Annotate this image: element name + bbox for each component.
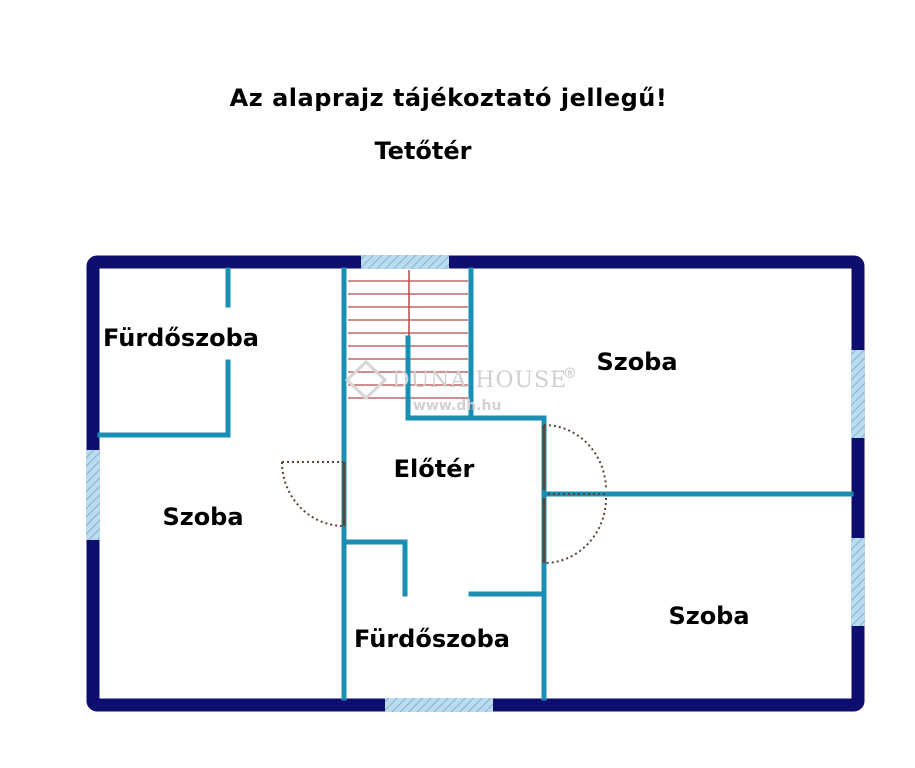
watermark-brand: DUNA HOUSE bbox=[392, 368, 567, 393]
window-top bbox=[361, 255, 449, 269]
notice-text: Az alaprajz tájékoztató jellegű! bbox=[229, 84, 668, 112]
watermark-registered: ® bbox=[563, 366, 577, 382]
duna-house-logo-icon bbox=[344, 359, 388, 401]
window-right-bottom bbox=[851, 538, 865, 626]
room-label-room-top-right: Szoba bbox=[596, 348, 677, 376]
window-left bbox=[86, 450, 100, 540]
room-label-room-left: Szoba bbox=[162, 503, 243, 531]
window-bottom bbox=[385, 698, 493, 712]
room-label-bathroom-bottom: Fürdőszoba bbox=[354, 625, 510, 653]
room-label-room-bottom-right: Szoba bbox=[668, 602, 749, 630]
room-label-hall: Előtér bbox=[394, 455, 475, 483]
watermark-url: www.dh.hu bbox=[413, 398, 501, 414]
floor-title: Tetőtér bbox=[374, 137, 472, 165]
window-right-top bbox=[851, 350, 865, 438]
doors bbox=[281, 424, 607, 564]
room-label-bathroom-top-left: Fürdőszoba bbox=[103, 324, 259, 352]
watermark: DUNA HOUSE ® www.dh.hu bbox=[344, 359, 577, 414]
